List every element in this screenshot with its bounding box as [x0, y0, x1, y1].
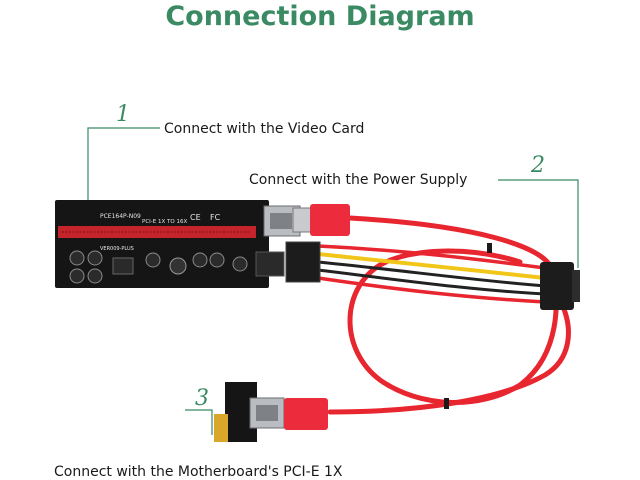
- usb-head: [310, 204, 350, 236]
- black-power-wire-2: [316, 268, 547, 296]
- diagram-title: Connection Diagram: [165, 1, 475, 32]
- gold-fingers: [214, 414, 228, 442]
- riser-board: PCE164P-N09 VER009-PLUS PCI-E 1X TO 16X …: [55, 200, 321, 288]
- cable-tie: [487, 243, 492, 253]
- sata-power-connector: [540, 262, 580, 310]
- chip: [112, 257, 134, 275]
- callout-number-3: 3: [195, 386, 209, 411]
- board-spec: PCI-E 1X TO 16X: [142, 219, 187, 225]
- cables: [316, 215, 571, 415]
- usb-plug-top: [292, 204, 350, 236]
- pcie-1x-adapter: [214, 382, 328, 442]
- usb-cable-lower: [327, 297, 571, 415]
- six-pin-connector: [285, 241, 321, 283]
- fc-mark: FC: [210, 213, 221, 222]
- usb-cable: [347, 215, 559, 405]
- callout-text-3: Connect with the Motherboard's PCI-E 1X: [54, 464, 343, 480]
- riser-pcb: [55, 200, 269, 288]
- callout-text-1: Connect with the Video Card: [164, 121, 365, 137]
- callout-text-2: Connect with the Power Supply: [249, 172, 468, 188]
- board-model: PCE164P-N09: [100, 213, 141, 220]
- ce-mark: CE: [190, 213, 201, 222]
- leader-line-2: [498, 179, 579, 268]
- yellow-power-wire: [316, 252, 547, 280]
- sata-port-board: [255, 251, 285, 277]
- cable-tie: [444, 398, 449, 409]
- black-power-wire-1: [316, 260, 547, 288]
- inductor: [169, 257, 187, 275]
- red-power-wire: [316, 244, 547, 270]
- leader-line-1: [87, 127, 160, 232]
- callout-number-1: 1: [116, 102, 130, 127]
- callout-number-2: 2: [531, 153, 545, 178]
- leader-line-3: [185, 409, 213, 435]
- capacitors: [69, 250, 248, 284]
- leader-lines: [87, 127, 579, 435]
- usb-head-adapter: [284, 398, 328, 430]
- board-version: VER009-PLUS: [100, 246, 134, 252]
- red-power-wire-2: [316, 276, 547, 304]
